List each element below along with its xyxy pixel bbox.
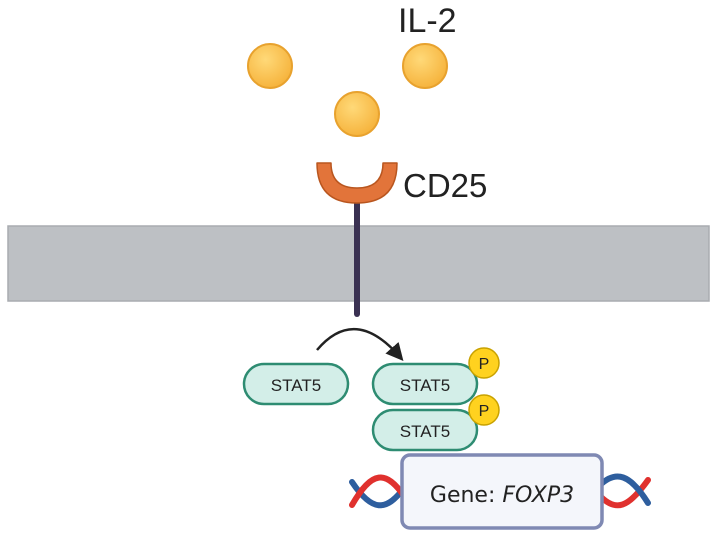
phosphorylation-arrow — [316, 327, 404, 361]
stat5-pill — [242, 362, 350, 406]
gene-prefix: Gene: — [430, 483, 502, 508]
dna-helix-right — [597, 473, 651, 509]
cd25-receptor-cup — [316, 162, 398, 204]
phosphate-label: P — [479, 356, 490, 373]
phosphate-badge — [468, 394, 500, 426]
dna-strand-blue — [597, 473, 651, 506]
stat5-label: STAT5 — [400, 422, 450, 441]
cd25-label: CD25 — [403, 167, 487, 204]
gene-name: FOXP3 — [502, 483, 574, 508]
stat5-pill — [371, 362, 479, 406]
stat5-label: STAT5 — [271, 376, 321, 395]
il2-molecule — [334, 91, 380, 137]
stat5-pill — [371, 408, 479, 452]
stat5-dimer: STAT5 STAT5 P P — [371, 347, 500, 452]
dna-helix-left — [349, 474, 407, 509]
stat5-label: STAT5 — [400, 376, 450, 395]
dna-strand-red — [597, 477, 651, 509]
il2-ligands — [247, 43, 448, 137]
gene-label: Gene: FOXP3 — [430, 483, 574, 508]
phosphate-label: P — [479, 403, 490, 420]
il2-molecule — [402, 43, 448, 89]
dna-strand-red — [349, 474, 407, 508]
il2-label: IL-2 — [398, 2, 457, 40]
gene-box — [400, 453, 604, 530]
stat5-monomer: STAT5 — [242, 362, 350, 406]
il2-molecule — [247, 43, 293, 89]
phosphate-badge — [468, 347, 500, 379]
